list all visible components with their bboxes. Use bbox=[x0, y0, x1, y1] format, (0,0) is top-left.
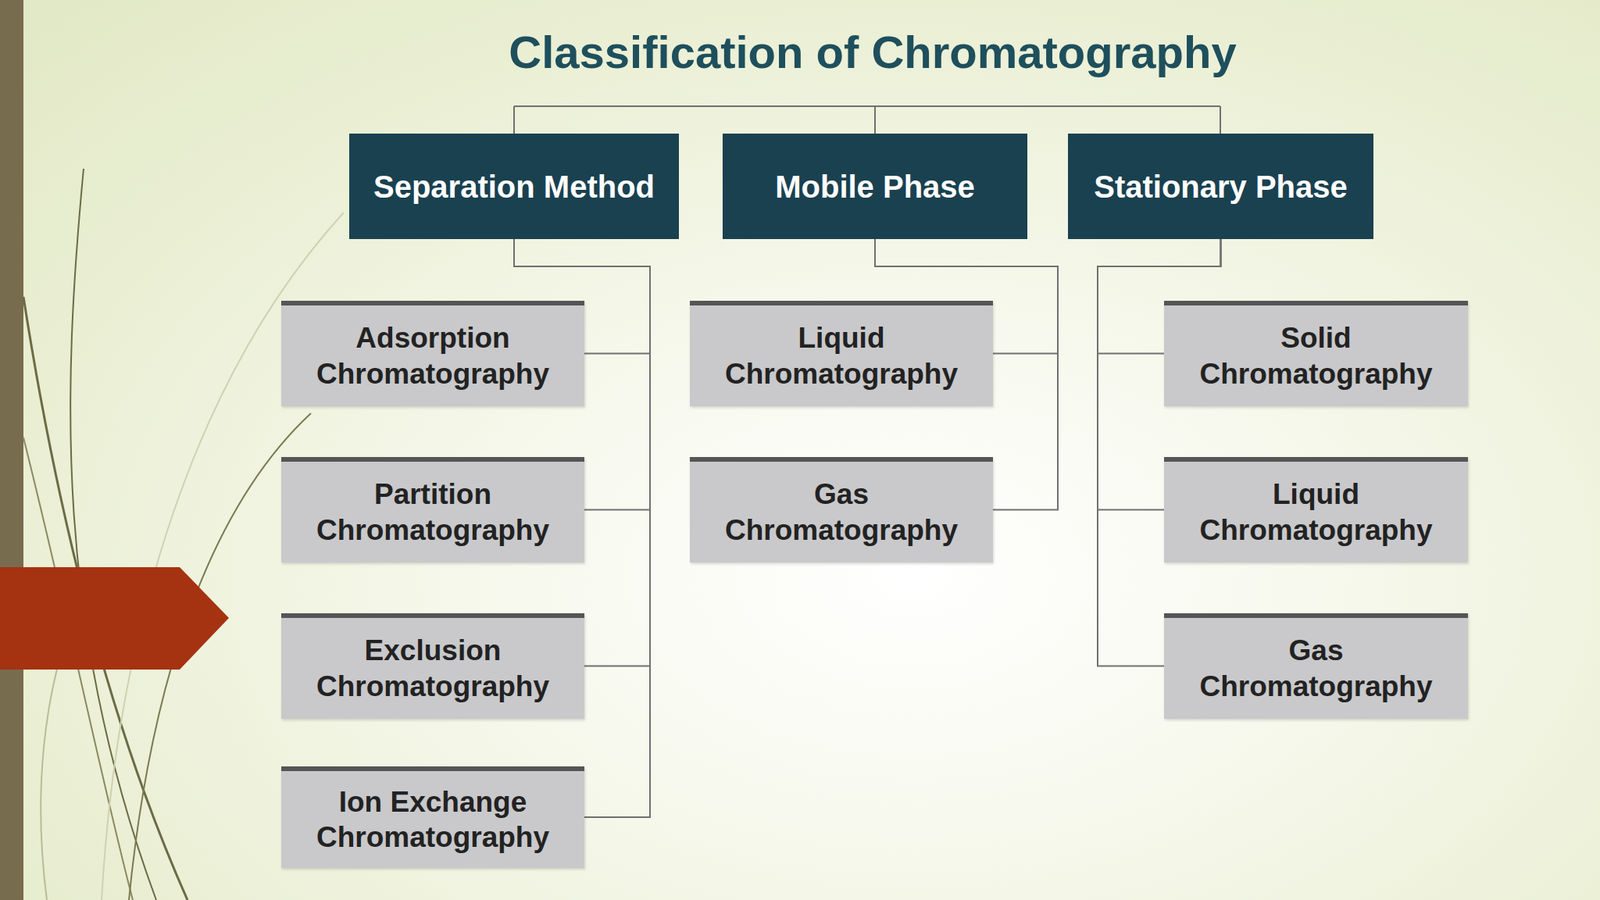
box-label: Partition Chromatography bbox=[298, 476, 568, 547]
box-label: Mobile Phase bbox=[775, 167, 975, 206]
category-box: Mobile Phase bbox=[722, 133, 1028, 240]
category-box: Separation Method bbox=[349, 133, 679, 240]
box-label: Separation Method bbox=[373, 167, 655, 206]
box-label: Gas Chromatography bbox=[1181, 632, 1451, 704]
box-label: Liquid Chromatography bbox=[707, 320, 976, 391]
top-bracket bbox=[514, 106, 1221, 134]
red-arrow bbox=[0, 567, 229, 670]
side-bar bbox=[0, 0, 24, 900]
box-label: Gas Chromatography bbox=[707, 476, 976, 547]
method-box: Adsorption Chromatography bbox=[281, 300, 585, 407]
method-box: Gas Chromatography bbox=[1164, 613, 1468, 719]
method-box: Ion Exchange Chromatography bbox=[281, 766, 585, 868]
method-box: Solid Chromatography bbox=[1164, 300, 1468, 407]
box-label: Stationary Phase bbox=[1093, 167, 1348, 206]
method-box: Exclusion Chromatography bbox=[281, 613, 585, 719]
box-label: Solid Chromatography bbox=[1181, 320, 1451, 391]
box-label: Ion Exchange Chromatography bbox=[298, 784, 568, 855]
method-box: Gas Chromatography bbox=[689, 457, 993, 563]
bracket-line bbox=[1219, 106, 1222, 134]
box-label: Exclusion Chromatography bbox=[298, 632, 568, 704]
bracket-line bbox=[513, 106, 515, 134]
bracket-line bbox=[514, 105, 1221, 108]
box-label: Adsorption Chromatography bbox=[298, 320, 568, 391]
box-label: Liquid Chromatography bbox=[1181, 476, 1451, 547]
method-box: Liquid Chromatography bbox=[1164, 457, 1468, 563]
bracket-line bbox=[874, 106, 876, 134]
category-box: Stationary Phase bbox=[1067, 133, 1374, 240]
method-box: Liquid Chromatography bbox=[689, 300, 993, 407]
method-box: Partition Chromatography bbox=[281, 457, 585, 563]
diagram-title: Classification of Chromatography bbox=[325, 25, 1420, 80]
